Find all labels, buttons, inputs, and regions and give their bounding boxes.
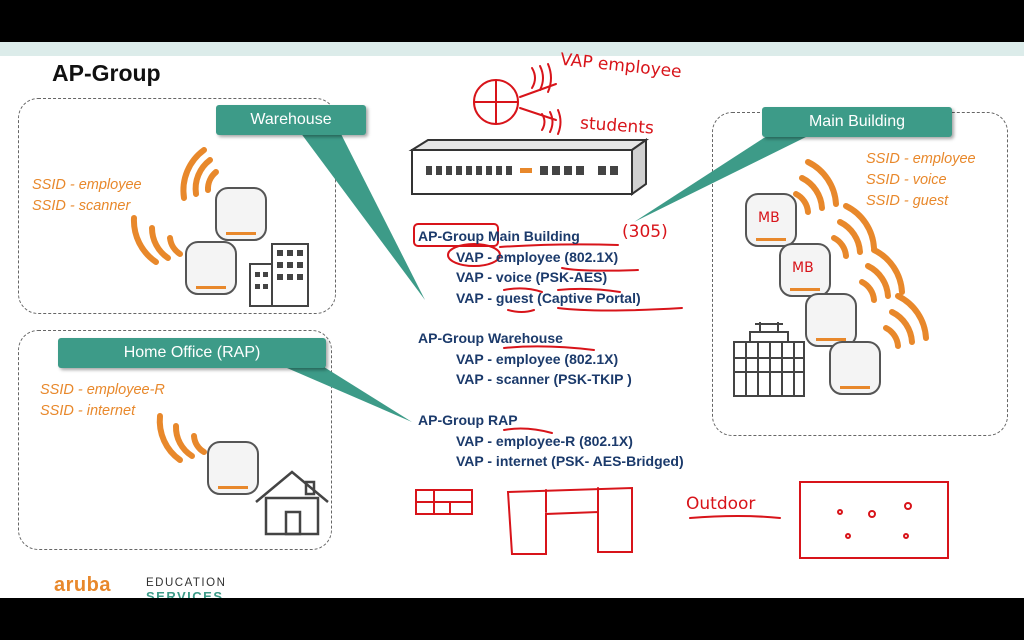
ap-group-title: AP-Group Main Building xyxy=(418,228,580,244)
handwritten-mb-1: MB xyxy=(758,210,780,226)
slide: AP-Group xyxy=(0,42,1024,598)
education-services-logo: EDUCATION SERVICES xyxy=(146,576,226,598)
home-office-wifi-icon xyxy=(156,413,207,463)
config-warehouse: AP-Group Warehouse VAP - employee (802.1… xyxy=(418,328,632,390)
edu-line1: EDUCATION xyxy=(146,577,227,589)
main-building-callout-pointer xyxy=(634,134,812,222)
house-icon xyxy=(255,470,329,536)
ssid-item: SSID - employee xyxy=(32,177,142,193)
ssid-item: SSID - internet xyxy=(40,403,136,419)
ap-group-title: AP-Group Warehouse xyxy=(418,330,563,346)
vap-line: VAP - employee-R (802.1X) xyxy=(456,432,633,449)
ap-group-title: AP-Group RAP xyxy=(418,412,518,428)
handwritten-count: (305) xyxy=(622,222,668,242)
home-office-ssid-list: SSID - employee-R SSID - internet xyxy=(40,380,165,422)
top-band xyxy=(0,42,1024,56)
office-tower-icon xyxy=(733,322,805,397)
warehouse-box xyxy=(18,98,336,314)
vap-line: VAP - internet (PSK- AES-Bridged) xyxy=(456,453,684,469)
warehouse-callout-pointer xyxy=(300,132,425,300)
warehouse-label: Warehouse xyxy=(216,105,366,135)
ssid-item: SSID - guest xyxy=(866,193,949,209)
vap-line: VAP - employee (802.1X) xyxy=(456,248,619,265)
main-building-wifi-icon xyxy=(793,159,929,349)
config-rap: AP-Group RAP VAP - employee-R (802.1X) V… xyxy=(418,410,684,472)
home-office-access-point-icon xyxy=(207,441,259,495)
aruba-logo: aruba xyxy=(54,574,111,596)
main-building-ssid-list: SSID - employee SSID - voice SSID - gues… xyxy=(866,149,976,212)
red-annotations xyxy=(413,63,949,559)
warehouse-ssid-list: SSID - employee SSID - scanner xyxy=(32,175,142,217)
home-office-label: Home Office (RAP) xyxy=(58,338,326,368)
vap-line: VAP - voice (PSK-AES) xyxy=(456,269,608,285)
ssid-item: SSID - voice xyxy=(866,172,947,188)
main-building-access-point-icon xyxy=(745,193,881,395)
main-building-label: Main Building xyxy=(762,107,952,137)
handwritten-outdoor: Outdoor xyxy=(686,494,756,514)
ssid-item: SSID - employee xyxy=(866,151,976,167)
edu-line2: SERVICES xyxy=(146,589,224,599)
ssid-item: SSID - employee-R xyxy=(40,382,165,398)
vap-line: VAP - guest (Captive Portal) xyxy=(456,289,641,306)
vap-line: VAP - employee (802.1X) xyxy=(456,350,619,367)
warehouse-building-icon xyxy=(249,243,309,307)
vap-line: VAP - scanner (PSK-TKIP ) xyxy=(456,371,632,387)
handwritten-mb-2: MB xyxy=(792,260,814,276)
warehouse-access-point-icon xyxy=(185,187,267,295)
controller-device-icon xyxy=(408,138,650,196)
ssid-item: SSID - scanner xyxy=(32,198,131,214)
warehouse-wifi-icon xyxy=(130,147,219,265)
slide-title: AP-Group xyxy=(52,60,161,86)
home-office-box xyxy=(18,330,332,550)
config-main-building: AP-Group Main Building VAP - employee (8… xyxy=(418,226,641,308)
home-office-callout-pointer xyxy=(250,352,412,422)
diagram-graphics xyxy=(130,63,949,559)
